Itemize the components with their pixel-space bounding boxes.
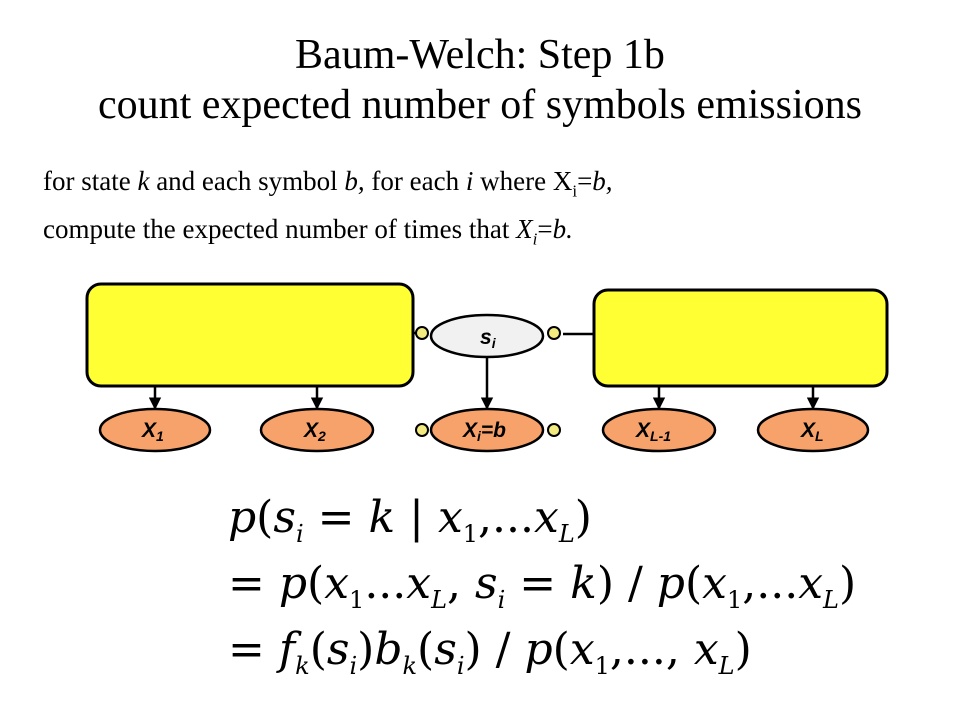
suffix-box bbox=[592, 288, 889, 388]
port-right-dot bbox=[547, 326, 561, 340]
emission-node-xl1 bbox=[601, 407, 717, 453]
port-xi-right-dot bbox=[547, 423, 561, 437]
emission-node-x2 bbox=[259, 407, 375, 453]
emission-label-xl: XL bbox=[800, 419, 824, 444]
prefix-box bbox=[85, 282, 415, 388]
port-xi-left-dot bbox=[415, 423, 429, 437]
emission-node-xi bbox=[429, 407, 545, 453]
equation-line-3: = fk(si)bk(si) / p(x1,..., xL) bbox=[228, 624, 752, 680]
slide-title: Baum-Welch: Step 1b count expected numbe… bbox=[0, 30, 960, 130]
port-left-dot bbox=[415, 326, 429, 340]
body-line-2: compute the expected number of times tha… bbox=[43, 214, 573, 249]
title-line-2: count expected number of symbols emissio… bbox=[97, 82, 863, 128]
state-node-si bbox=[429, 313, 545, 359]
emission-label-xi: Xi=b bbox=[462, 419, 506, 444]
equation-line-1: p(si = k | x1,...xL) bbox=[228, 492, 592, 548]
emission-label-x2: X2 bbox=[303, 419, 326, 444]
emission-node-x1 bbox=[98, 407, 212, 453]
body-line-1: for state k and each symbol b, for each … bbox=[43, 166, 613, 201]
body-text: for state k and each symbol b, for each … bbox=[43, 162, 943, 259]
state-node-label: si bbox=[480, 326, 497, 351]
equation-line-2: = p(x1...xL, si = k) / p(x1,...xL) bbox=[228, 558, 857, 614]
emission-node-xl bbox=[756, 407, 870, 453]
emission-label-x1: X1 bbox=[141, 419, 164, 444]
title-line-1: Baum-Welch: Step 1b bbox=[295, 32, 665, 78]
emission-label-xl1: XL-1 bbox=[635, 419, 671, 444]
